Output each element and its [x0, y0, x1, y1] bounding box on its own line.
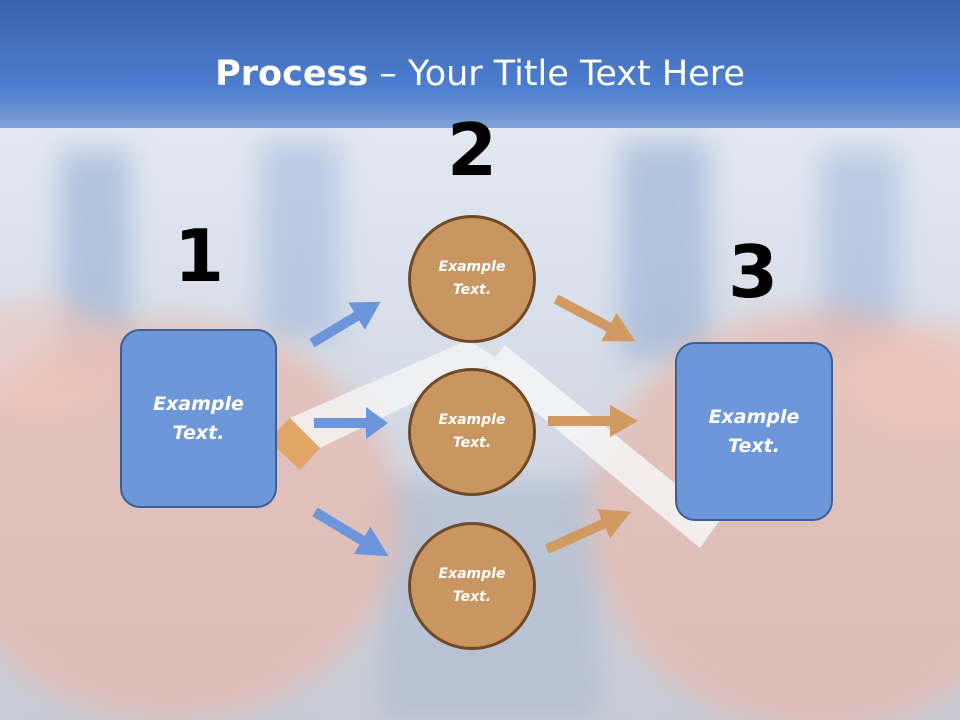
slide-title-rest: – Your Title Text Here — [368, 54, 745, 94]
arrow-right-icon — [312, 507, 389, 557]
orange-arrows — [544, 294, 638, 554]
slide-title: Process – Your Title Text Here — [0, 52, 960, 96]
arrow-right-icon — [548, 405, 638, 437]
circle-top-line1: Example — [438, 259, 506, 275]
circle-top[interactable]: Example Text. — [408, 215, 536, 343]
circle-top-text: Example Text. — [439, 256, 506, 302]
slide-title-bold: Process — [215, 54, 369, 94]
right-step-box-line1: Example — [708, 405, 800, 428]
circle-bottom[interactable]: Example Text. — [408, 522, 536, 650]
circle-bottom-text: Example Text. — [439, 563, 506, 609]
circle-bottom-line1: Example — [438, 566, 506, 582]
step-number-3: 3 — [727, 230, 779, 314]
circle-middle[interactable]: Example Text. — [408, 368, 536, 496]
circle-top-line2: Text. — [452, 282, 492, 298]
arrow-right-icon — [309, 301, 381, 348]
right-step-box-line2: Text. — [728, 434, 780, 457]
right-step-box-text: Example Text. — [709, 403, 800, 461]
circle-middle-text: Example Text. — [439, 409, 506, 455]
left-step-box-text: Example Text. — [153, 390, 244, 448]
left-step-box-line1: Example — [153, 392, 244, 415]
left-step-box[interactable]: Example Text. — [120, 329, 277, 508]
arrow-right-icon — [314, 407, 388, 439]
circle-middle-line1: Example — [438, 412, 506, 428]
left-step-box-line2: Text. — [172, 421, 225, 444]
arrow-right-icon — [544, 509, 632, 554]
right-step-box[interactable]: Example Text. — [675, 342, 833, 521]
circle-bottom-line2: Text. — [452, 589, 492, 605]
blue-arrows — [309, 301, 389, 557]
step-number-2: 2 — [446, 108, 498, 192]
step-number-1: 1 — [173, 214, 225, 298]
circle-middle-line2: Text. — [452, 435, 492, 451]
arrow-right-icon — [553, 294, 636, 342]
